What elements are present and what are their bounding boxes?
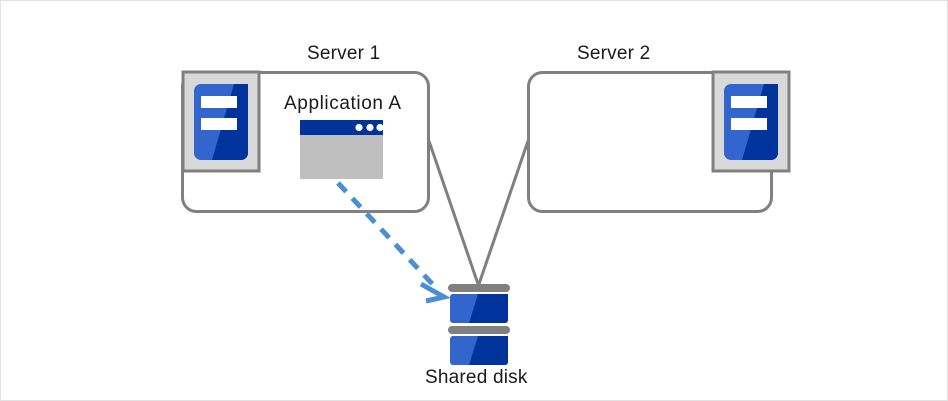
connector-lines bbox=[427, 140, 530, 285]
server-icon bbox=[711, 70, 791, 173]
disk-stack-icon[interactable] bbox=[448, 284, 510, 365]
app-window-icon[interactable] bbox=[300, 120, 384, 179]
connector-server2-to-disk bbox=[477, 140, 530, 285]
shared-disk-label: Shared disk bbox=[425, 367, 528, 388]
server-icon bbox=[181, 70, 261, 173]
application-a-label: Application A bbox=[284, 93, 402, 114]
connector-server1-to-disk bbox=[427, 140, 480, 285]
server1-label: Server 1 bbox=[307, 43, 381, 64]
server2-label: Server 2 bbox=[577, 43, 651, 64]
access-arrow bbox=[336, 181, 451, 304]
